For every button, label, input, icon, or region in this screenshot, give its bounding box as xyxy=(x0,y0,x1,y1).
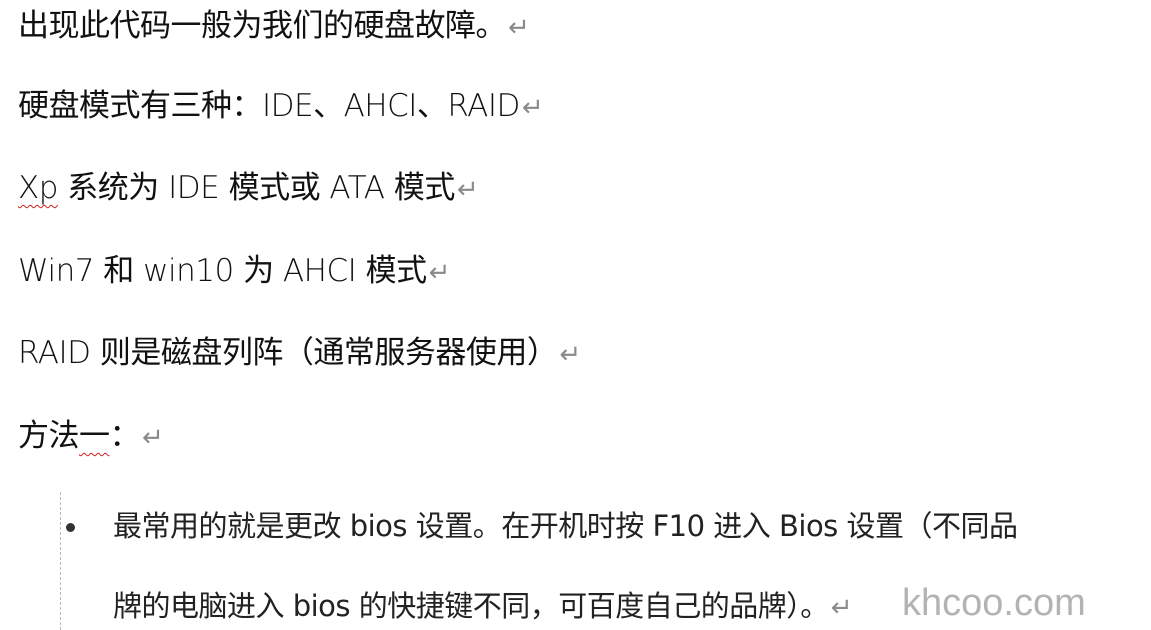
paragraph-text: 方法 xyxy=(18,418,80,454)
paragraph-text: Win7 和 win10 为 AHCI 模式 xyxy=(18,253,427,289)
paragraph-5: RAID 则是磁盘列阵（通常服务器使用）↵ xyxy=(18,333,581,375)
bullet-item-text: 牌的电脑进入 bios 的快捷键不同，可百度自己的品牌）。 xyxy=(113,589,829,623)
paragraph-mark-icon: ↵ xyxy=(456,175,479,205)
paragraph-mark-icon: ↵ xyxy=(559,340,581,370)
bullet-item-line-1: 最常用的就是更改 bios 设置。在开机时按 F10 进入 Bios 设置（不同… xyxy=(113,509,1018,543)
spellcheck-flagged-word[interactable]: 一 xyxy=(79,418,110,454)
paragraph-mark-icon: ↵ xyxy=(521,93,544,123)
paragraph-mark-icon: ↵ xyxy=(142,423,164,453)
paragraph-text: 硬盘模式有三种：IDE、AHCI、RAID xyxy=(18,88,520,124)
paragraph-2: 硬盘模式有三种：IDE、AHCI、RAID↵ xyxy=(18,86,544,128)
paragraph-mark-icon: ↵ xyxy=(428,258,451,288)
watermark: khcoo.com xyxy=(902,582,1086,624)
paragraph-text: 系统为 IDE 模式或 ATA 模式 xyxy=(57,170,455,206)
spellcheck-flagged-word[interactable]: Xp xyxy=(18,170,58,206)
paragraph-6: 方法一：↵ xyxy=(18,416,164,458)
paragraph-text: ： xyxy=(109,418,141,454)
paragraph-1: 出现此代码一般为我们的硬盘故障。↵ xyxy=(18,6,530,48)
paragraph-3: Xp 系统为 IDE 模式或 ATA 模式↵ xyxy=(18,168,479,210)
paragraph-mark-icon: ↵ xyxy=(508,13,530,43)
paragraph-text: RAID 则是磁盘列阵（通常服务器使用） xyxy=(18,335,558,371)
paragraph-mark-icon: ↵ xyxy=(830,593,853,623)
paragraph-text: 出现此代码一般为我们的硬盘故障。 xyxy=(18,8,507,44)
bullet-item-line-2: 牌的电脑进入 bios 的快捷键不同，可百度自己的品牌）。↵ xyxy=(113,586,853,628)
paragraph-4: Win7 和 win10 为 AHCI 模式↵ xyxy=(18,251,450,293)
bullet-icon xyxy=(66,523,75,532)
bullet-list: 最常用的就是更改 bios 设置。在开机时按 F10 进入 Bios 设置（不同… xyxy=(60,492,1141,630)
